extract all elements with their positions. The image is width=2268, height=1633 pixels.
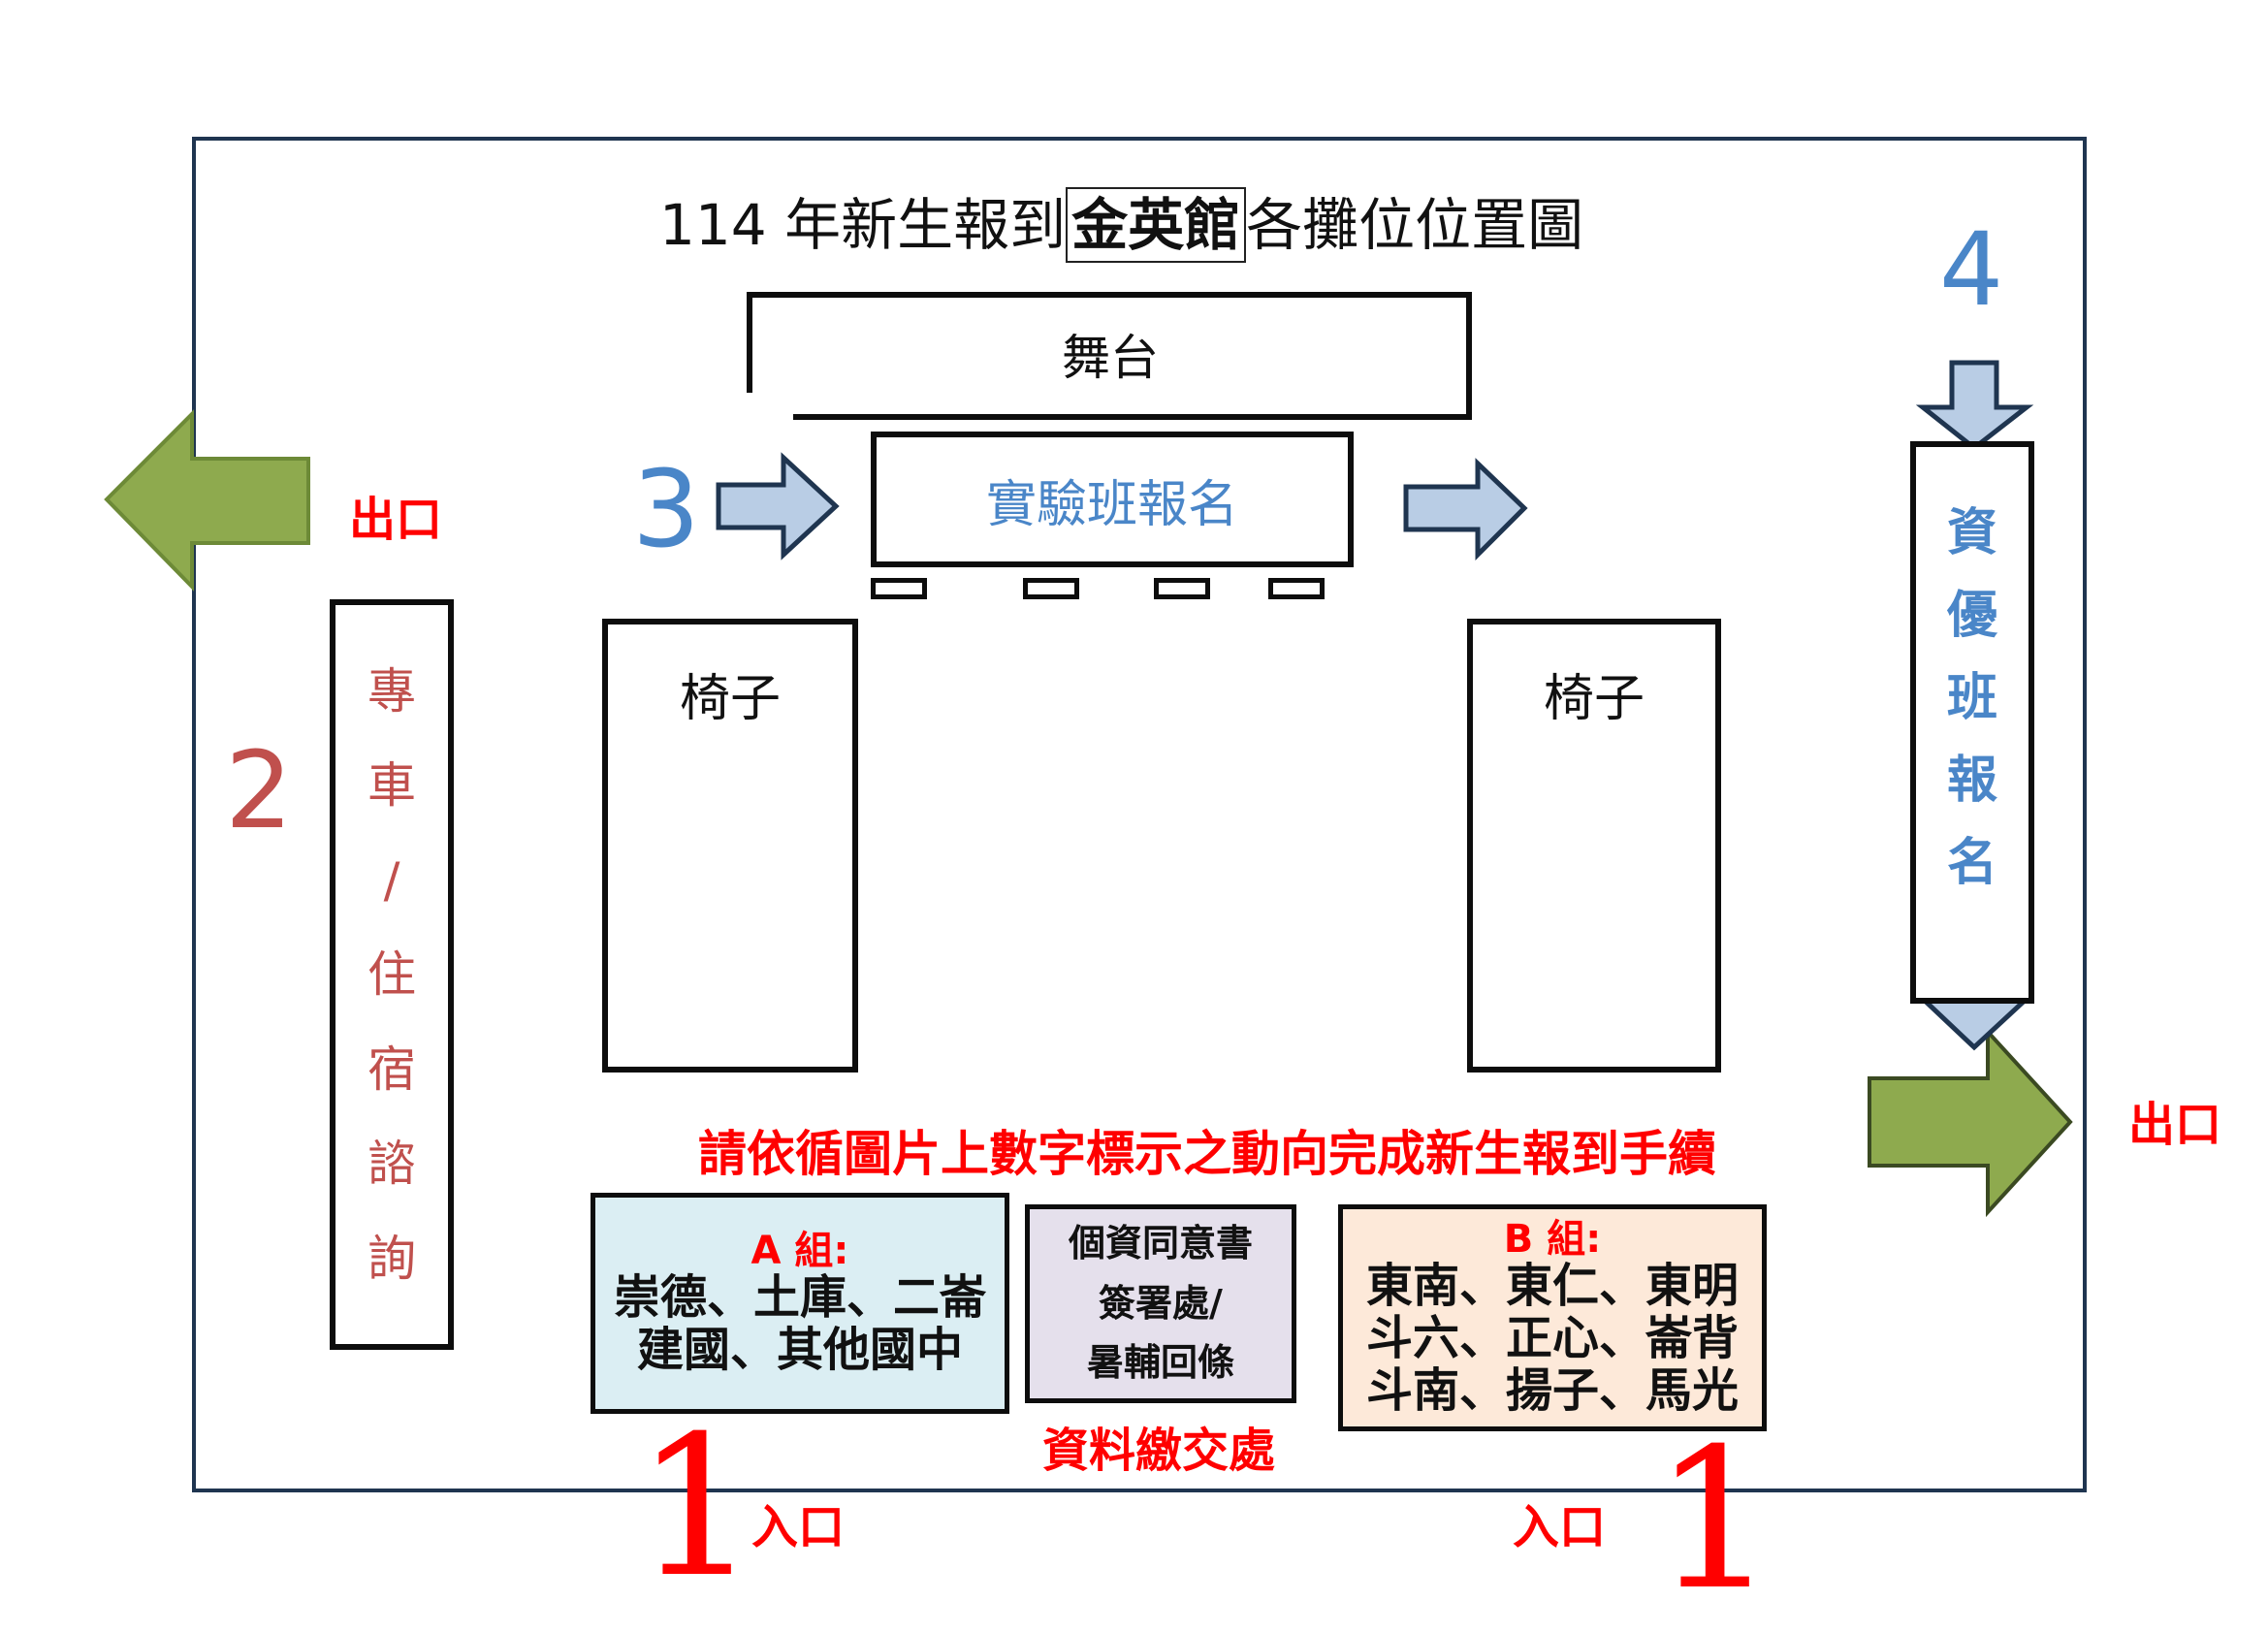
- documents-submission-label: 資料繳交處: [1042, 1424, 1276, 1478]
- vertical-char: /: [383, 851, 400, 909]
- vertical-char: 宿: [367, 1041, 416, 1098]
- chair-label: 椅子: [1543, 670, 1645, 728]
- step-number-2: 2: [225, 728, 293, 852]
- exit-right-arrow-icon: [1868, 1026, 2073, 1218]
- vertical-char: 優: [1946, 587, 1997, 645]
- page-title: 114 年新生報到金英館各攤位位置圖: [659, 186, 1629, 264]
- vertical-char: 名: [1946, 834, 1997, 892]
- vertical-char: 車: [367, 757, 416, 814]
- gifted-class-desk: 資 優 班 報 名: [1910, 441, 2034, 1004]
- desk-seat: [871, 578, 927, 599]
- consent-line: 簽署處/: [1099, 1281, 1223, 1325]
- stage-outline: [747, 292, 1472, 420]
- vertical-char: 班: [1946, 669, 1997, 727]
- shuttle-accommodation-desk: 專 車 / 住 宿 諮 詢: [330, 599, 454, 1350]
- group-b-schools: 斗六、正心、崙背: [1365, 1311, 1739, 1366]
- flow-arrow-out-exp-icon: [1403, 458, 1528, 561]
- group-b-schools: 東南、東仁、東明: [1365, 1259, 1739, 1314]
- exit-label-left: 出口: [349, 493, 443, 547]
- vertical-char: 專: [367, 662, 416, 720]
- group-a-schools: 建國、其他國中: [636, 1323, 963, 1377]
- title-suffix: 各攤位位置圖: [1246, 192, 1584, 258]
- group-b-desk: B 組: 東南、東仁、東明 斗六、正心、崙背 斗南、揚子、馬光: [1338, 1204, 1767, 1431]
- exit-left-arrow-icon: [104, 409, 310, 592]
- consent-line: 個資同意書: [1068, 1222, 1253, 1265]
- title-venue: 金英館: [1066, 187, 1247, 263]
- consent-line: 暑輔回條: [1086, 1341, 1234, 1385]
- group-b-title: B 組:: [1503, 1217, 1602, 1263]
- chair-area-right: 椅子: [1467, 619, 1721, 1073]
- chair-area-left: 椅子: [602, 619, 858, 1073]
- chair-label: 椅子: [679, 670, 781, 728]
- group-b-schools: 斗南、揚子、馬光: [1365, 1362, 1739, 1418]
- group-a-title: A 組:: [751, 1229, 849, 1274]
- title-prefix: 114 年新生報到: [659, 192, 1067, 258]
- vertical-char: 報: [1946, 752, 1997, 810]
- step-number-4: 4: [1939, 210, 2004, 329]
- group-a-desk: A 組: 崇德、土庫、二崙 建國、其他國中: [591, 1193, 1009, 1414]
- step-number-3: 3: [632, 447, 700, 571]
- vertical-char: 詢: [367, 1230, 416, 1287]
- exit-label-right: 出口: [2128, 1098, 2222, 1152]
- desk-seat: [1154, 578, 1210, 599]
- stage-label: 舞台: [1062, 330, 1159, 386]
- group-a-schools: 崇德、土庫、二崙: [613, 1270, 986, 1326]
- desk-seat: [1023, 578, 1079, 599]
- step-number-1-left: 1: [635, 1394, 759, 1620]
- vertical-char: 資: [1946, 504, 1997, 562]
- flow-arrow-into-gifted-icon: [1915, 360, 2034, 452]
- entrance-label-right: 入口: [1513, 1500, 1607, 1554]
- experimental-class-desk: 實驗班報名: [871, 432, 1354, 567]
- step-number-1-right: 1: [1653, 1407, 1777, 1633]
- entrance-label-left: 入口: [751, 1500, 846, 1554]
- hall-outline: [192, 137, 2087, 1492]
- experimental-class-label: 實驗班報名: [985, 475, 1238, 534]
- vertical-char: 住: [367, 946, 416, 1003]
- flow-arrow-into-exp-icon: [716, 452, 840, 560]
- desk-seat: [1268, 578, 1325, 599]
- vertical-char: 諮: [367, 1136, 416, 1192]
- instruction-text: 請依循圖片上數字標示之動向完成新生報到手續: [698, 1126, 1716, 1182]
- consent-form-desk: 個資同意書 簽署處/ 暑輔回條: [1025, 1204, 1296, 1403]
